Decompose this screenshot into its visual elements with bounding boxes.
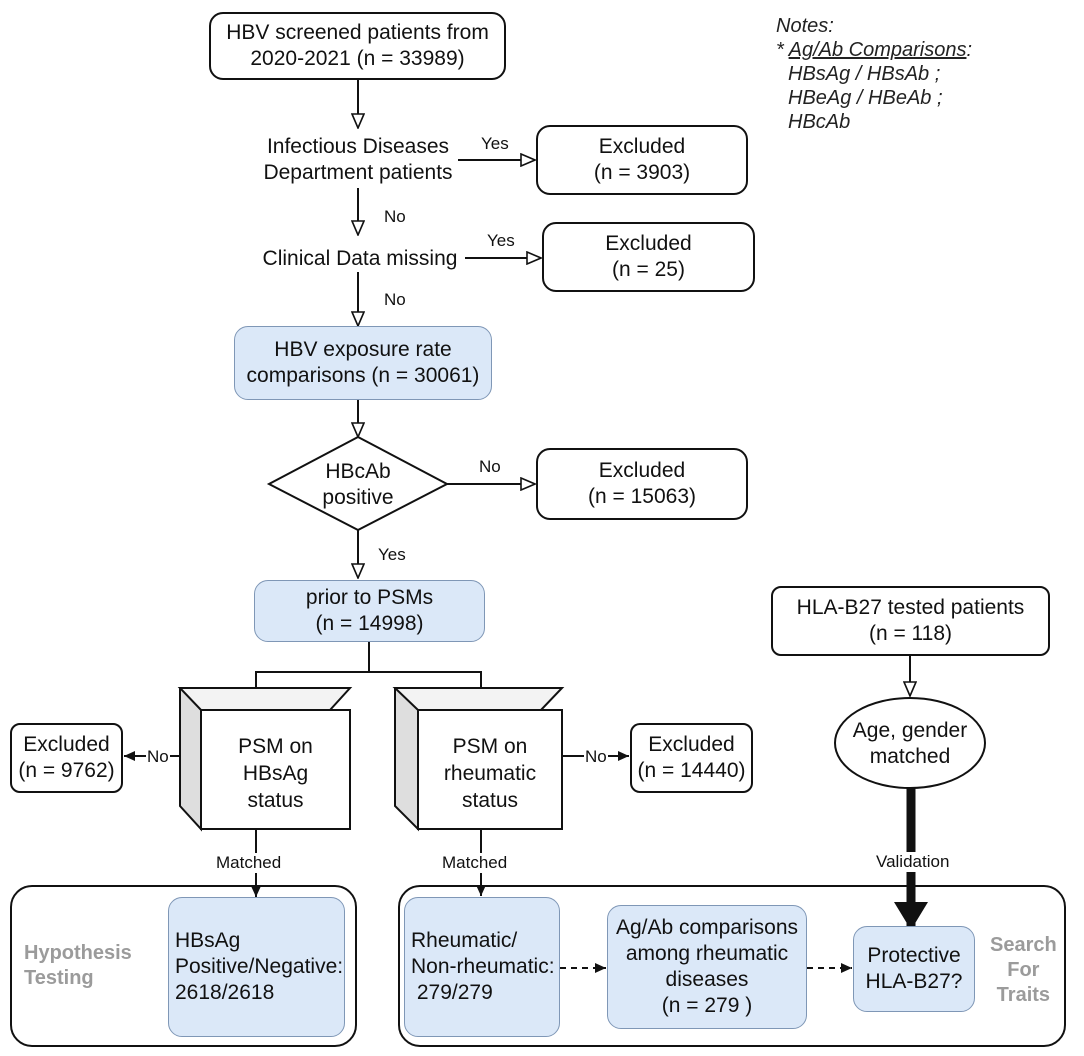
no-label-infectious: No: [384, 207, 406, 227]
yes-label-missing: Yes: [487, 231, 515, 251]
search-for-traits-group: [398, 885, 1066, 1047]
clinical-data-missing-label: Clinical Data missing: [262, 247, 458, 270]
cube-left: [177, 687, 353, 832]
notes-heading-suffix: :: [966, 39, 973, 61]
agab-comparisons-box: Ag/Ab comparisons among rheumatic diseas…: [607, 905, 807, 1029]
age-gender-label: Age, gender matched: [852, 719, 968, 768]
yes-label-infectious: Yes: [481, 134, 509, 154]
notes-block: Notes: * Ag/Ab Comparisons: HBsAg / HBsA…: [776, 14, 972, 134]
exposure-comparisons-box: HBV exposure rate comparisons (n = 30061…: [234, 326, 492, 400]
notes-line: HBeAg / HBeAb ;: [788, 87, 943, 109]
excluded-box-left: Excluded (n = 9762): [10, 723, 123, 793]
notes-line: HBsAg / HBsAb ;: [788, 63, 941, 85]
screened-patients-box: HBV screened patients from 2020-2021 (n …: [209, 12, 506, 80]
search-for-traits-label: Search For Traits: [990, 934, 1057, 1006]
hypothesis-testing-label: Hypothesis Testing: [24, 942, 132, 989]
hbcab-diamond: [266, 435, 450, 532]
rheumatic-result-box: Rheumatic/ Non-rheumatic: 279/279: [404, 897, 560, 1037]
excluded-box-3: Excluded (n = 15063): [536, 448, 748, 520]
hbcab-positive-label: HBcAb positive: [322, 460, 394, 509]
hbsag-result-box: HBsAg Positive/Negative: 2618/2618: [168, 897, 345, 1037]
no-label-psm-left: No: [146, 747, 170, 767]
screened-line: 2020-2021 (n = 33989): [250, 47, 465, 70]
excluded-box-1: Excluded (n = 3903): [536, 125, 748, 195]
split-right: [369, 671, 482, 688]
notes-title: Notes:: [776, 15, 834, 37]
validation-label: Validation: [874, 852, 952, 872]
cube-right: [392, 687, 565, 832]
screened-line: HBV screened patients from: [226, 21, 489, 44]
notes-heading: Ag/Ab Comparisons: [788, 39, 967, 61]
no-label-missing: No: [384, 290, 406, 310]
protective-hla-box: Protective HLA-B27?: [853, 926, 975, 1012]
notes-prefix: *: [776, 39, 789, 61]
hla-tested-box: HLA-B27 tested patients (n = 118): [771, 586, 1050, 656]
split-left: [255, 642, 370, 688]
age-gender-ellipse: [834, 697, 986, 789]
matched-label-right: Matched: [442, 853, 508, 873]
hypothesis-testing-group: [10, 885, 357, 1047]
psm-hbsag-label: PSM on HBsAg status: [238, 734, 313, 812]
psm-rheumatic-label: PSM on rheumatic status: [443, 734, 537, 812]
infectious-diseases-label: Infectious Diseases Department patients: [263, 135, 453, 184]
prior-to-psms-box: prior to PSMs (n = 14998): [254, 580, 485, 642]
matched-label-left: Matched: [216, 853, 282, 873]
notes-line: HBcAb: [788, 111, 851, 133]
excluded-box-right: Excluded (n = 14440): [630, 723, 753, 793]
no-label-hbcab: No: [479, 457, 501, 477]
yes-label-hbcab: Yes: [378, 545, 406, 565]
no-label-psm-right: No: [584, 747, 608, 767]
excluded-box-2: Excluded (n = 25): [542, 222, 755, 292]
